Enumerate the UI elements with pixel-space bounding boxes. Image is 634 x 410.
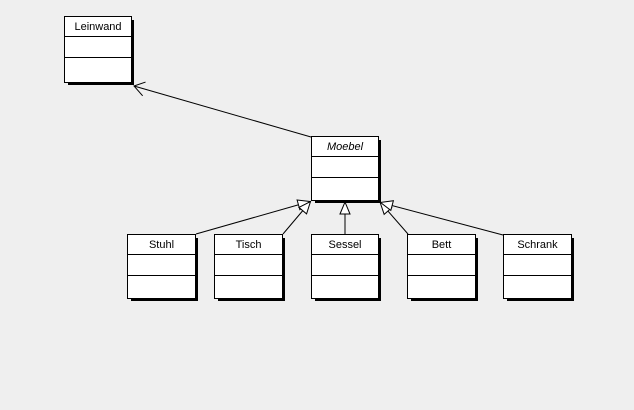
class-box-tisch[interactable]: Tisch bbox=[214, 234, 283, 299]
class-box-leinwand[interactable]: Leinwand bbox=[64, 16, 132, 83]
operations-compartment bbox=[215, 276, 282, 298]
edge-bett-moebel[interactable] bbox=[379, 201, 409, 235]
attributes-compartment bbox=[504, 255, 571, 276]
operations-compartment bbox=[504, 276, 571, 298]
class-box-bett[interactable]: Bett bbox=[407, 234, 476, 299]
class-box-moebel[interactable]: Moebel bbox=[311, 136, 379, 201]
class-name-moebel: Moebel bbox=[312, 137, 378, 157]
edge-stuhl-moebel[interactable] bbox=[195, 199, 312, 235]
operations-compartment bbox=[128, 276, 195, 298]
operations-compartment bbox=[65, 58, 131, 82]
attributes-compartment bbox=[312, 157, 378, 178]
class-name-tisch: Tisch bbox=[215, 235, 282, 255]
class-name-bett: Bett bbox=[408, 235, 475, 255]
attributes-compartment bbox=[215, 255, 282, 276]
operations-compartment bbox=[312, 276, 378, 298]
class-name-sessel: Sessel bbox=[312, 235, 378, 255]
attributes-compartment bbox=[65, 37, 131, 58]
attributes-compartment bbox=[128, 255, 195, 276]
attributes-compartment bbox=[312, 255, 378, 276]
class-name-leinwand: Leinwand bbox=[65, 17, 131, 37]
class-name-schrank: Schrank bbox=[504, 235, 571, 255]
operations-compartment bbox=[408, 276, 475, 298]
class-box-stuhl[interactable]: Stuhl bbox=[127, 234, 196, 299]
edge-schrank-moebel[interactable] bbox=[379, 200, 504, 236]
class-box-sessel[interactable]: Sessel bbox=[311, 234, 379, 299]
edge-moebel-leinwand[interactable] bbox=[133, 81, 312, 138]
edge-tisch-moebel[interactable] bbox=[282, 200, 312, 235]
class-name-stuhl: Stuhl bbox=[128, 235, 195, 255]
attributes-compartment bbox=[408, 255, 475, 276]
class-box-schrank[interactable]: Schrank bbox=[503, 234, 572, 299]
operations-compartment bbox=[312, 178, 378, 200]
